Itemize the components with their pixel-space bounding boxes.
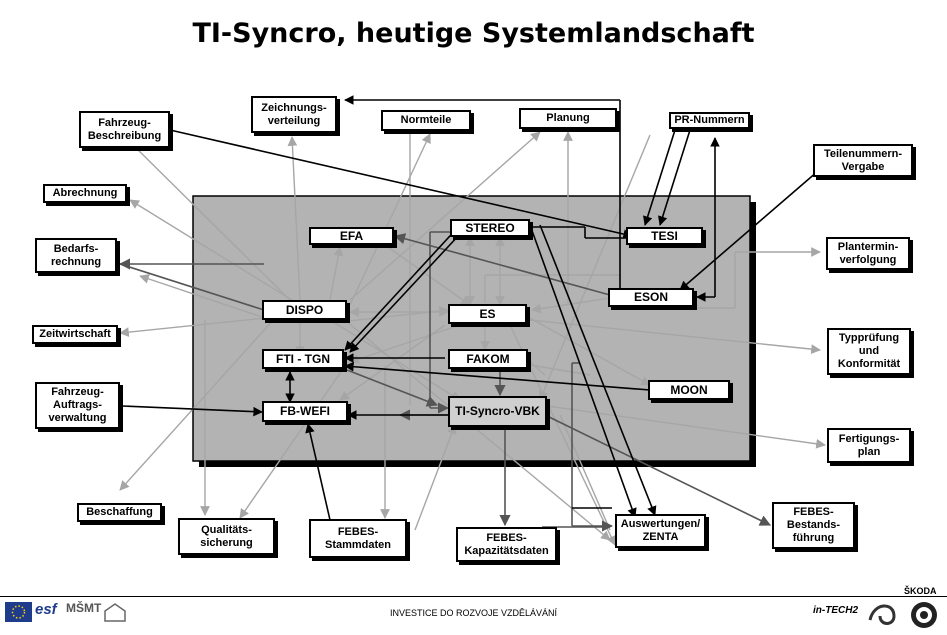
msmt-logo: MŠMT (66, 601, 102, 615)
node-pr-nummern: PR-Nummern (669, 112, 750, 129)
node-teilenummern-vergabe: Teilenummern- Vergabe (813, 144, 913, 177)
node-fertigungsplan: Fertigungs- plan (827, 428, 911, 463)
node-fahrzeug-auftragsverwaltung: Fahrzeug- Auftrags- verwaltung (35, 382, 120, 429)
node-fakom: FAKOM (448, 349, 528, 369)
node-stereo: STEREO (450, 219, 530, 237)
node-es: ES (448, 304, 527, 324)
node-zeichnungsverteilung: Zeichnungs- verteilung (251, 96, 337, 133)
eu-stars-icon (11, 605, 26, 619)
node-auswertungen-zenta: Auswertungen/ ZENTA (615, 514, 706, 548)
node-abrechnung: Abrechnung (43, 184, 127, 203)
node-plantermin: Plantermin- verfolgung (826, 237, 910, 270)
node-beschaffung: Beschaffung (77, 503, 162, 522)
node-fahrzeug-beschreibung: Fahrzeug- Beschreibung (79, 111, 170, 148)
node-efa: EFA (309, 227, 394, 245)
node-zeitwirtschaft: Zeitwirtschaft (32, 325, 118, 344)
skoda-arrow-icon (909, 600, 939, 635)
in-tech2-logo: in-TECH2 (813, 605, 858, 616)
node-planung: Planung (519, 108, 617, 129)
node-febes-bestandsfuehrung: FEBES- Bestands- führung (772, 502, 855, 549)
node-fb-wefi: FB-WEFI (262, 401, 348, 422)
node-moon: MOON (648, 380, 730, 400)
house-icon (103, 601, 127, 628)
node-febes-kapazitaetsdaten: FEBES- Kapazitätsdaten (456, 527, 557, 562)
node-fti-tgn: FTI - TGN (262, 349, 344, 369)
esf-logo: esf (35, 601, 57, 618)
node-eson: ESON (608, 288, 694, 307)
dark-connections (118, 231, 772, 532)
node-qualitaetssicherung: Qualitäts- sicherung (178, 518, 275, 555)
node-normteile: Normteile (381, 110, 471, 131)
eu-flag-logo (5, 602, 32, 622)
footer-text: INVESTICE DO ROZVOJE VZDĚLÁVÁNÍ (389, 608, 558, 618)
node-typpruefung: Typprüfung und Konformität (827, 328, 911, 375)
node-ti-syncro-vbk: TI-Syncro-VBK (448, 396, 547, 427)
footer-divider (0, 596, 947, 597)
skoda-brand-text: ŠKODA (904, 586, 937, 596)
node-dispo: DISPO (262, 300, 347, 320)
diagram-title: TI-Syncro, heutige Systemlandschaft (192, 18, 755, 49)
node-bedarfsrechnung: Bedarfs- rechnung (35, 238, 117, 273)
black-connections (121, 95, 826, 521)
node-tesi: TESI (626, 227, 703, 245)
node-febes-stammdaten: FEBES- Stammdaten (309, 519, 407, 558)
swirl-icon (866, 598, 900, 635)
